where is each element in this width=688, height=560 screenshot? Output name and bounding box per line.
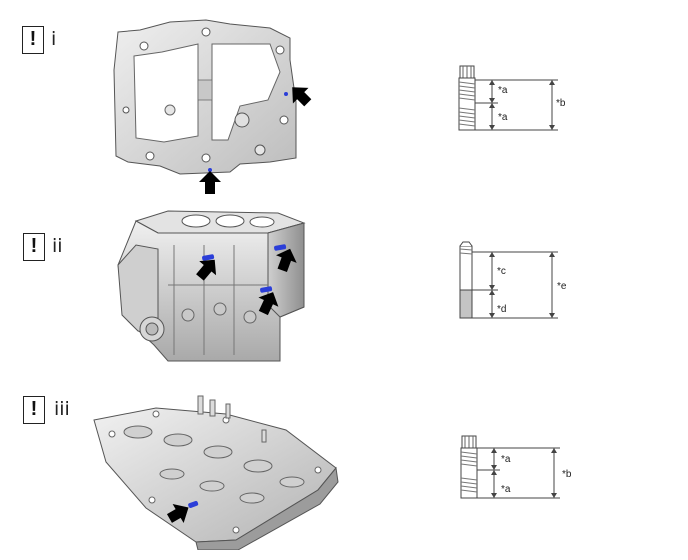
dim-label-i-1: *a: [498, 85, 508, 96]
arrow-icon-ii-left: [196, 259, 217, 281]
dim-label-iii-2: *a: [501, 484, 511, 495]
warning-icon-i: !: [22, 26, 44, 54]
stud-bolt-diagram-ii: [459, 241, 558, 319]
warning-icon-iii: !: [23, 396, 45, 424]
row-label-iii: iii: [54, 398, 70, 420]
cylinder-head-illustration: [93, 395, 339, 550]
stud-bolt-diagram-i: [458, 65, 558, 131]
dim-label-iii-3: *b: [562, 469, 572, 480]
dim-label-ii-2: *d: [497, 304, 507, 315]
arrow-icon-ii-right: [276, 248, 297, 273]
row-label-i: i: [51, 28, 57, 50]
arrow-icon-i-right: [292, 87, 312, 107]
arrow-icon-ii-middle: [258, 292, 279, 316]
row-label-ii: ii: [52, 235, 63, 257]
arrow-icon-i-bottom: [199, 171, 221, 194]
dim-label-ii-3: *e: [557, 281, 567, 292]
dim-label-i-3: *b: [556, 98, 566, 109]
arrow-icon-iii: [166, 503, 189, 524]
dim-label-ii-1: *c: [497, 266, 506, 277]
oil-pan-frame-illustration: [113, 19, 297, 175]
stud-bolt-diagram-iii: [460, 435, 560, 499]
cylinder-block-illustration: [117, 210, 306, 362]
dim-label-iii-1: *a: [501, 454, 511, 465]
dim-label-i-2: *a: [498, 112, 508, 123]
warning-icon-ii: !: [23, 233, 45, 261]
